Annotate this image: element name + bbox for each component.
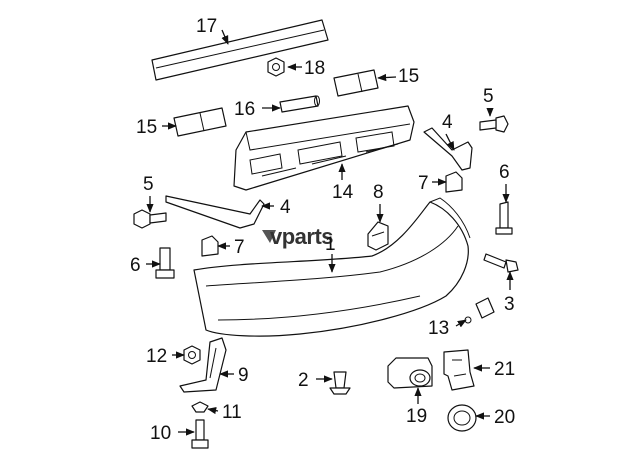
part-7-clip-left — [201, 235, 219, 257]
callout-4-left: 4 — [280, 197, 291, 218]
callout-1: 1 — [325, 234, 336, 255]
callout-6-left: 6 — [130, 255, 141, 276]
callout-19: 19 — [406, 406, 427, 427]
callout-2: 2 — [298, 370, 309, 391]
callout-4-right: 4 — [442, 112, 453, 133]
part-20-retainer-ring — [447, 404, 477, 432]
part-3-bolt — [483, 253, 519, 273]
part-4-bracket-right — [423, 127, 473, 171]
callout-10: 10 — [150, 423, 171, 444]
callout-18: 18 — [304, 58, 325, 79]
callout-8: 8 — [373, 182, 384, 203]
vparts-logo-icon — [262, 230, 276, 243]
part-21-bracket — [443, 349, 475, 391]
callout-5-right: 5 — [483, 86, 494, 107]
callout-13: 13 — [428, 318, 449, 339]
part-10-bolt — [191, 419, 209, 449]
part-19-sensor — [387, 357, 433, 389]
part-2-clip — [329, 371, 351, 395]
part-13-cap — [464, 297, 495, 324]
arrow-11 — [207, 407, 219, 415]
part-11-clip — [191, 401, 209, 413]
callout-21: 21 — [494, 359, 515, 380]
part-17-reinforcement — [151, 19, 329, 81]
part-12-nut — [183, 345, 201, 365]
arrow-4b — [445, 133, 455, 151]
callout-9: 9 — [238, 365, 249, 386]
callout-15-left: 15 — [136, 117, 157, 138]
callout-7-right: 7 — [418, 173, 429, 194]
callout-6-right: 6 — [499, 162, 510, 183]
vparts-watermark: vparts — [262, 224, 334, 249]
callout-17: 17 — [196, 16, 217, 37]
callout-11: 11 — [222, 402, 242, 423]
callout-16: 16 — [234, 99, 255, 120]
callout-15-right: 15 — [398, 66, 419, 87]
part-7-clip-right — [445, 171, 463, 193]
part-8-retainer — [367, 221, 389, 251]
callout-7-left: 7 — [234, 237, 245, 258]
arrow-15a — [377, 73, 397, 82]
callout-3: 3 — [504, 294, 515, 315]
arrow-17 — [221, 29, 229, 45]
part-5-bolt-right — [479, 115, 509, 133]
callout-20: 20 — [494, 407, 515, 428]
part-6-bolt-right — [495, 201, 513, 235]
part-6-bolt-left — [155, 247, 175, 279]
arrow-13 — [455, 319, 467, 328]
callout-12: 12 — [146, 346, 167, 367]
part-15-pad-left — [173, 107, 227, 137]
callout-5-left: 5 — [143, 174, 154, 195]
part-15-pad-right — [333, 69, 379, 97]
part-18-nut — [267, 57, 285, 77]
part-16-spacer — [279, 95, 320, 113]
watermark-text: vparts — [270, 224, 333, 249]
part-4-bracket-left — [165, 195, 265, 229]
part-14-energy-absorber — [233, 105, 415, 191]
part-9-bracket — [179, 337, 227, 393]
callout-14: 14 — [332, 182, 354, 203]
part-5-bolt-left — [133, 209, 167, 229]
callout-arrows — [146, 29, 514, 436]
callout-labels: 17 18 15 15 16 5 4 14 5 4 8 7 6 7 6 1 3 … — [130, 16, 515, 444]
